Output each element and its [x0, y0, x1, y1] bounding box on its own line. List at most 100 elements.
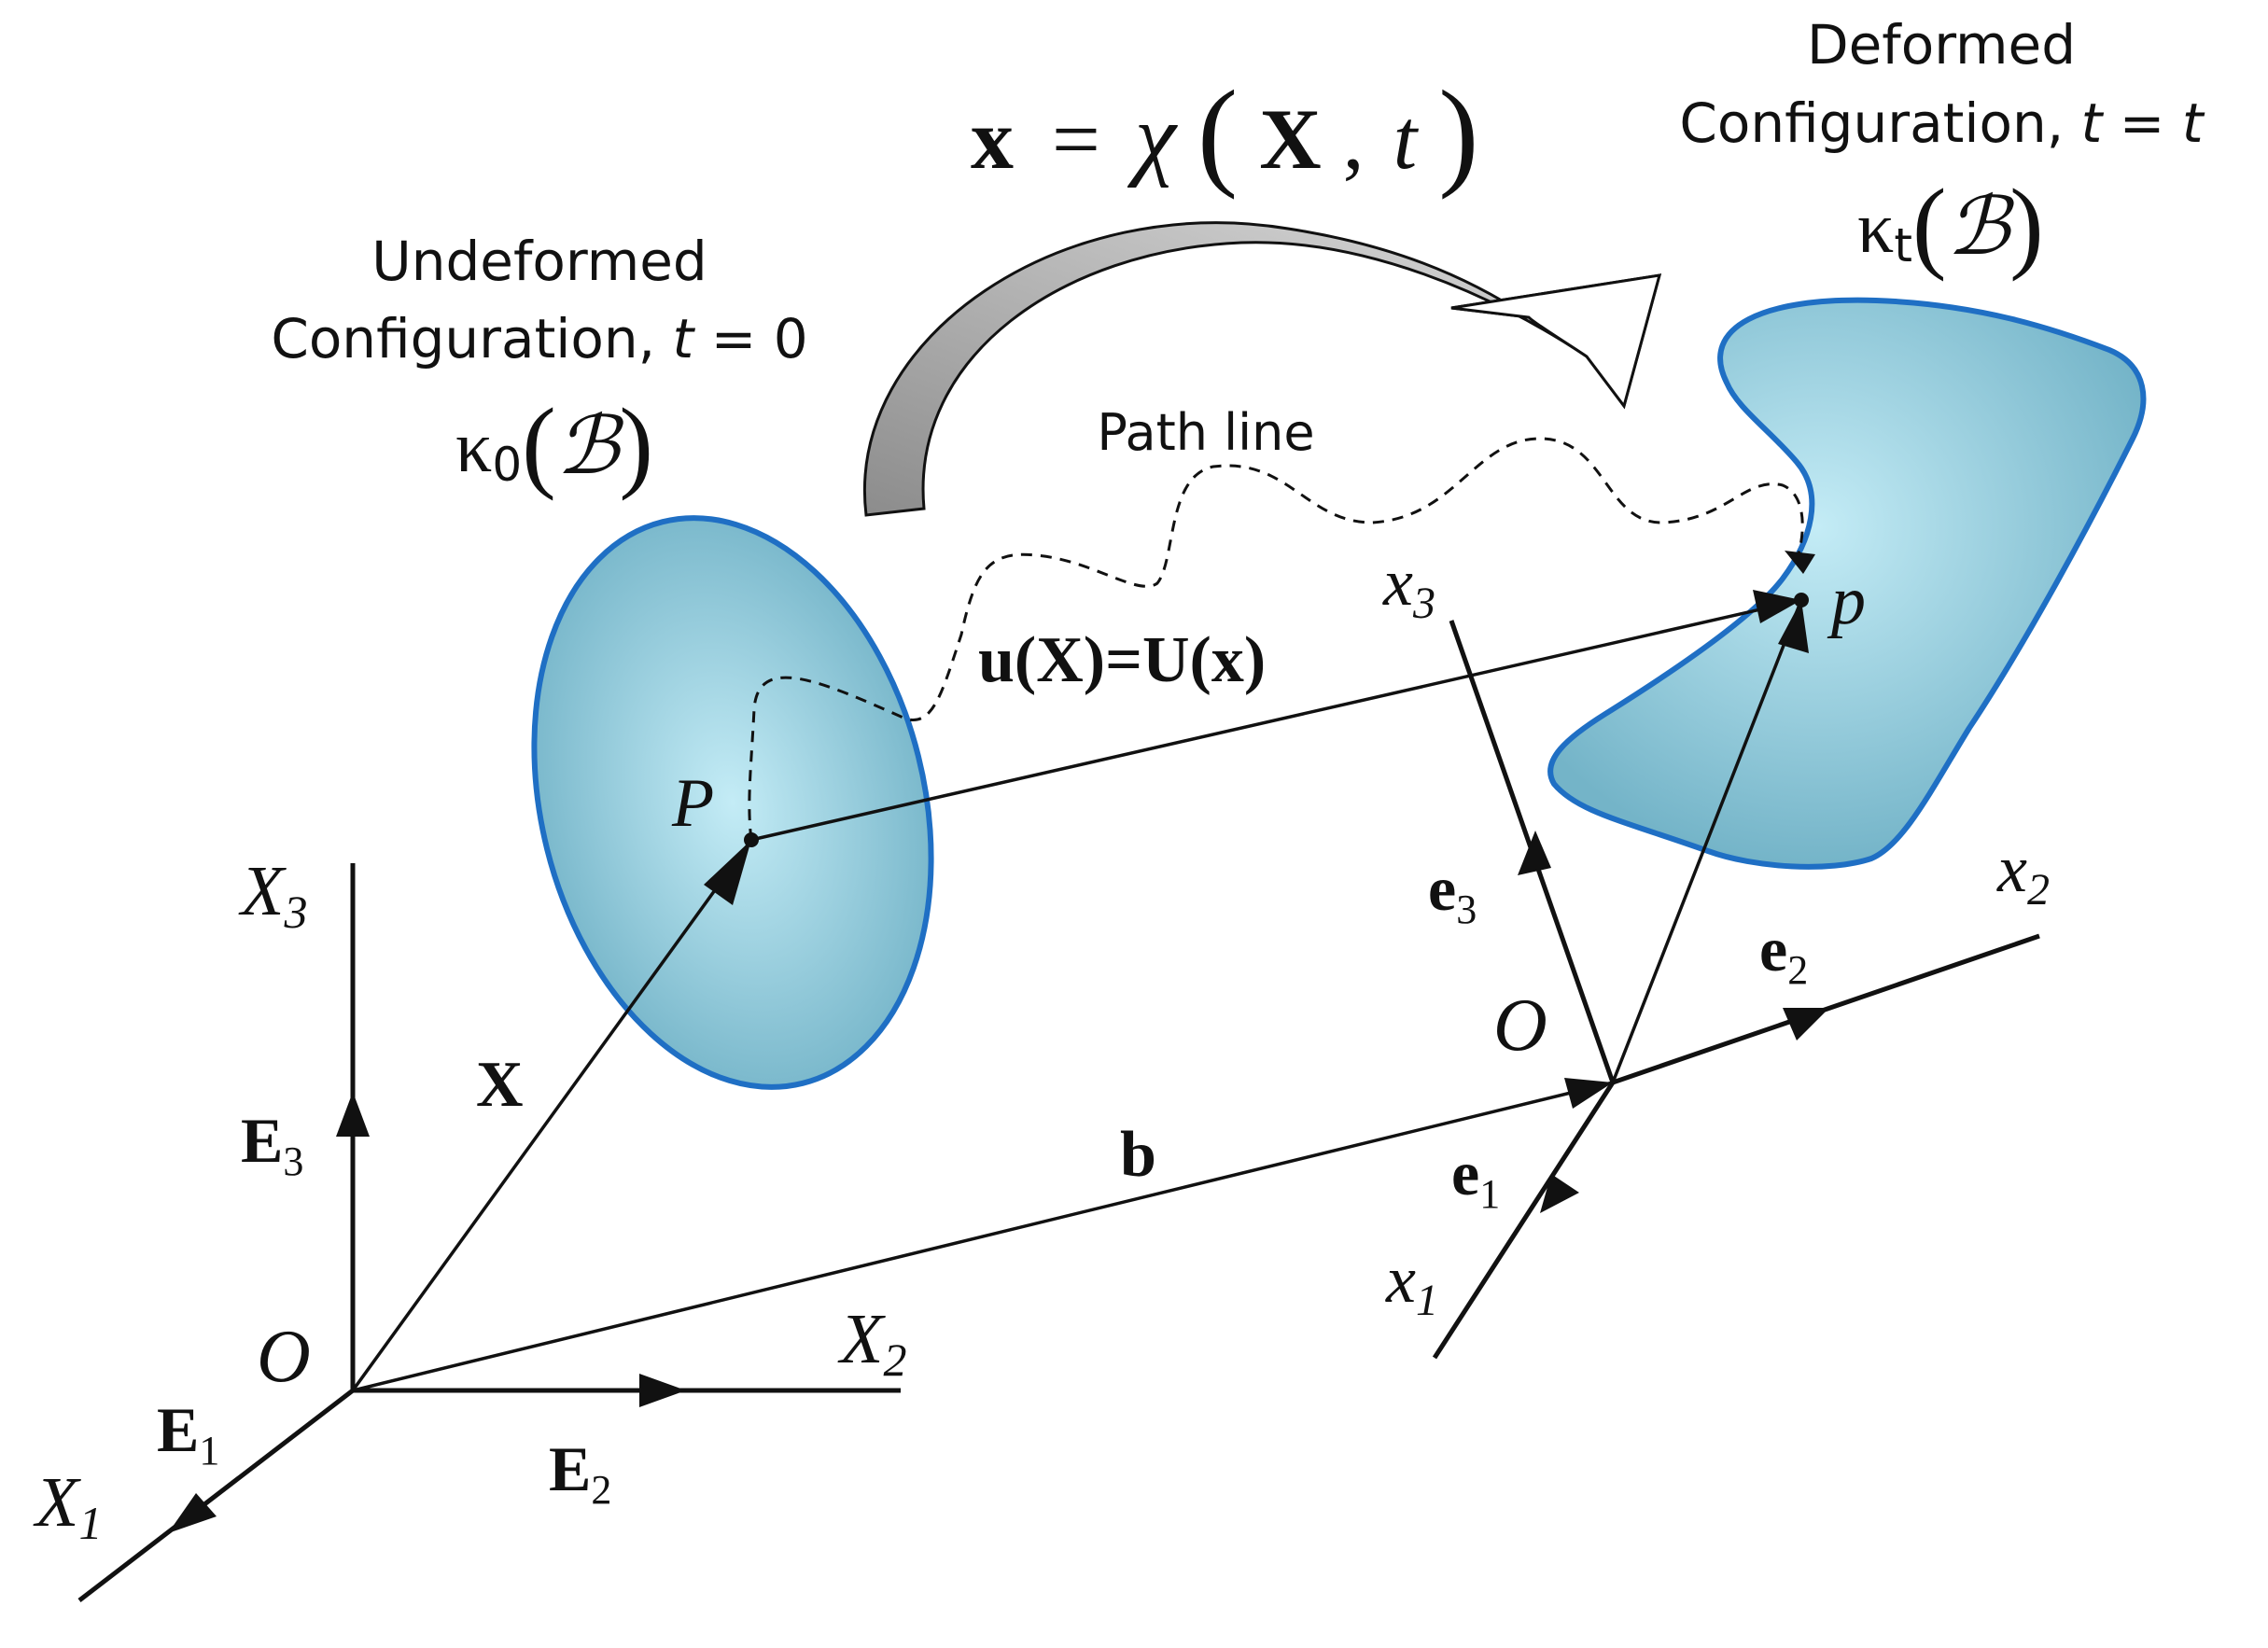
deformed-kappa-sub: t: [1894, 218, 1912, 272]
e3-label: e3: [1428, 853, 1477, 932]
E3-arrowhead: [336, 1092, 370, 1137]
X3-sub: 3: [283, 886, 307, 938]
X1-axis-label: X1: [33, 1463, 102, 1549]
x2-name: x: [1996, 831, 2027, 906]
e2-arrowhead: [1783, 1008, 1829, 1040]
x3-axis-label: x3: [1382, 545, 1435, 628]
E3-label: E3: [241, 1105, 303, 1184]
eq-arg1: X: [1259, 91, 1321, 187]
E2-name: E: [549, 1433, 591, 1504]
undeformed-body-open: (: [522, 387, 556, 501]
eq-equals: =: [1052, 91, 1100, 187]
deformed-body-symbol: ℬ: [1947, 182, 2015, 272]
E2-label: E2: [549, 1433, 611, 1513]
undeformed-label-line1: Undeformed: [371, 230, 707, 293]
x1-name: x: [1385, 1242, 1416, 1317]
translation-vector-b-arrowhead: [1564, 1078, 1613, 1109]
undeformed-time-var: t: [673, 307, 696, 370]
undeformed-label-line2: Configuration, t = 0: [271, 307, 807, 370]
x2-sub: 2: [2027, 865, 2050, 915]
E2-sub: 2: [591, 1467, 611, 1513]
e3-sub: 3: [1456, 887, 1477, 932]
deformed-kappa-label: κt(ℬ): [1857, 168, 2044, 282]
X1-name: X: [33, 1463, 81, 1542]
E3-name: E: [241, 1105, 283, 1176]
X3-name: X: [238, 852, 287, 930]
path-line-label: Path line: [1097, 403, 1314, 462]
e1-name: e: [1451, 1138, 1479, 1208]
eq-open-paren: (: [1197, 66, 1238, 201]
translation-vector-b: [352, 1081, 1614, 1392]
E1-arrowhead: [168, 1493, 217, 1533]
displacement-vector-u-arrowhead: [1753, 590, 1801, 623]
position-vector-x: [1611, 599, 1803, 1083]
reference-point-dot: [744, 832, 759, 847]
eq-close-paren: ): [1438, 66, 1478, 201]
deformed-body-open: (: [1912, 168, 1947, 282]
undeformed-body-symbol: ℬ: [556, 401, 624, 491]
e1-label: e1: [1451, 1138, 1500, 1217]
X2-axis-label: X2: [837, 1300, 906, 1386]
deformed-kappa: κ: [1857, 187, 1894, 268]
position-vector-X-arrowhead: [704, 840, 751, 905]
deformed-label-line2: Configuration, t = t: [1679, 91, 2205, 155]
position-vector-x-arrowhead: [1778, 600, 1809, 653]
deformed-time-var2: t: [2182, 91, 2205, 155]
eq-arg2: t: [1393, 91, 1420, 187]
displacement-label: u(X)=U(x): [978, 624, 1266, 696]
e2-label: e2: [1759, 914, 1808, 993]
undeformed-config-text: Configuration,: [271, 307, 672, 370]
deformed-label-line1: Deformed: [1807, 13, 2076, 77]
eq-lhs: x: [971, 91, 1014, 187]
x3-sub: 3: [1412, 579, 1435, 628]
position-vector-X: [351, 838, 753, 1392]
undeformed-body: [531, 515, 934, 1090]
E2-arrowhead: [639, 1374, 686, 1407]
eq-chi: χ: [1127, 85, 1179, 189]
deformed-time-eq: =: [2102, 91, 2181, 155]
e1-arrowhead: [1540, 1174, 1579, 1213]
e3-name: e: [1428, 853, 1456, 924]
reference-origin-label: O: [257, 1316, 311, 1398]
X2-sub: 2: [883, 1334, 906, 1386]
reference-point-label: P: [671, 765, 714, 842]
path-line-arrowhead: [1785, 551, 1815, 574]
X1-axis: [77, 1389, 355, 1602]
current-point-dot: [1794, 593, 1809, 608]
undeformed-kappa-sub: 0: [492, 438, 522, 492]
x1-sub: 1: [1416, 1276, 1438, 1325]
spatial-origin-label: O: [1493, 985, 1547, 1067]
X1-sub: 1: [78, 1497, 102, 1549]
E1-label: E1: [157, 1394, 219, 1473]
deformed-body-close: ): [2009, 168, 2044, 282]
E1-name: E: [157, 1394, 199, 1465]
deformed-config-text: Configuration,: [1679, 91, 2080, 155]
undeformed-time-value: = 0: [693, 307, 807, 370]
X3-axis-label: X3: [238, 852, 307, 938]
current-point-label: p: [1827, 563, 1866, 639]
undeformed-kappa: κ: [455, 406, 492, 487]
X2-name: X: [837, 1300, 886, 1378]
x1-axis: [1432, 1081, 1616, 1360]
path-line: [748, 437, 1804, 841]
e2-sub: 2: [1787, 947, 1808, 993]
mapping-equation: x = χ ( X , t ): [971, 66, 1479, 201]
undeformed-kappa-label: κ0(ℬ): [455, 387, 653, 501]
mapping-arrow: [862, 221, 1662, 517]
deformed-time-var: t: [2081, 91, 2105, 155]
undeformed-body-close: ): [619, 387, 653, 501]
x1-axis-label: x1: [1385, 1242, 1438, 1325]
displacement-vector-u: [750, 598, 1802, 842]
e2-name: e: [1759, 914, 1787, 985]
x3-name: x: [1382, 545, 1413, 620]
E3-sub: 3: [283, 1138, 303, 1184]
translation-vector-b-label: b: [1120, 1119, 1156, 1191]
position-vector-X-label: X: [476, 1049, 524, 1121]
E1-sub: 1: [199, 1428, 219, 1473]
deformed-body: [1547, 297, 2147, 870]
e3-arrowhead: [1518, 831, 1551, 875]
x2-axis-label: x2: [1996, 831, 2050, 915]
eq-comma: ,: [1343, 91, 1365, 187]
